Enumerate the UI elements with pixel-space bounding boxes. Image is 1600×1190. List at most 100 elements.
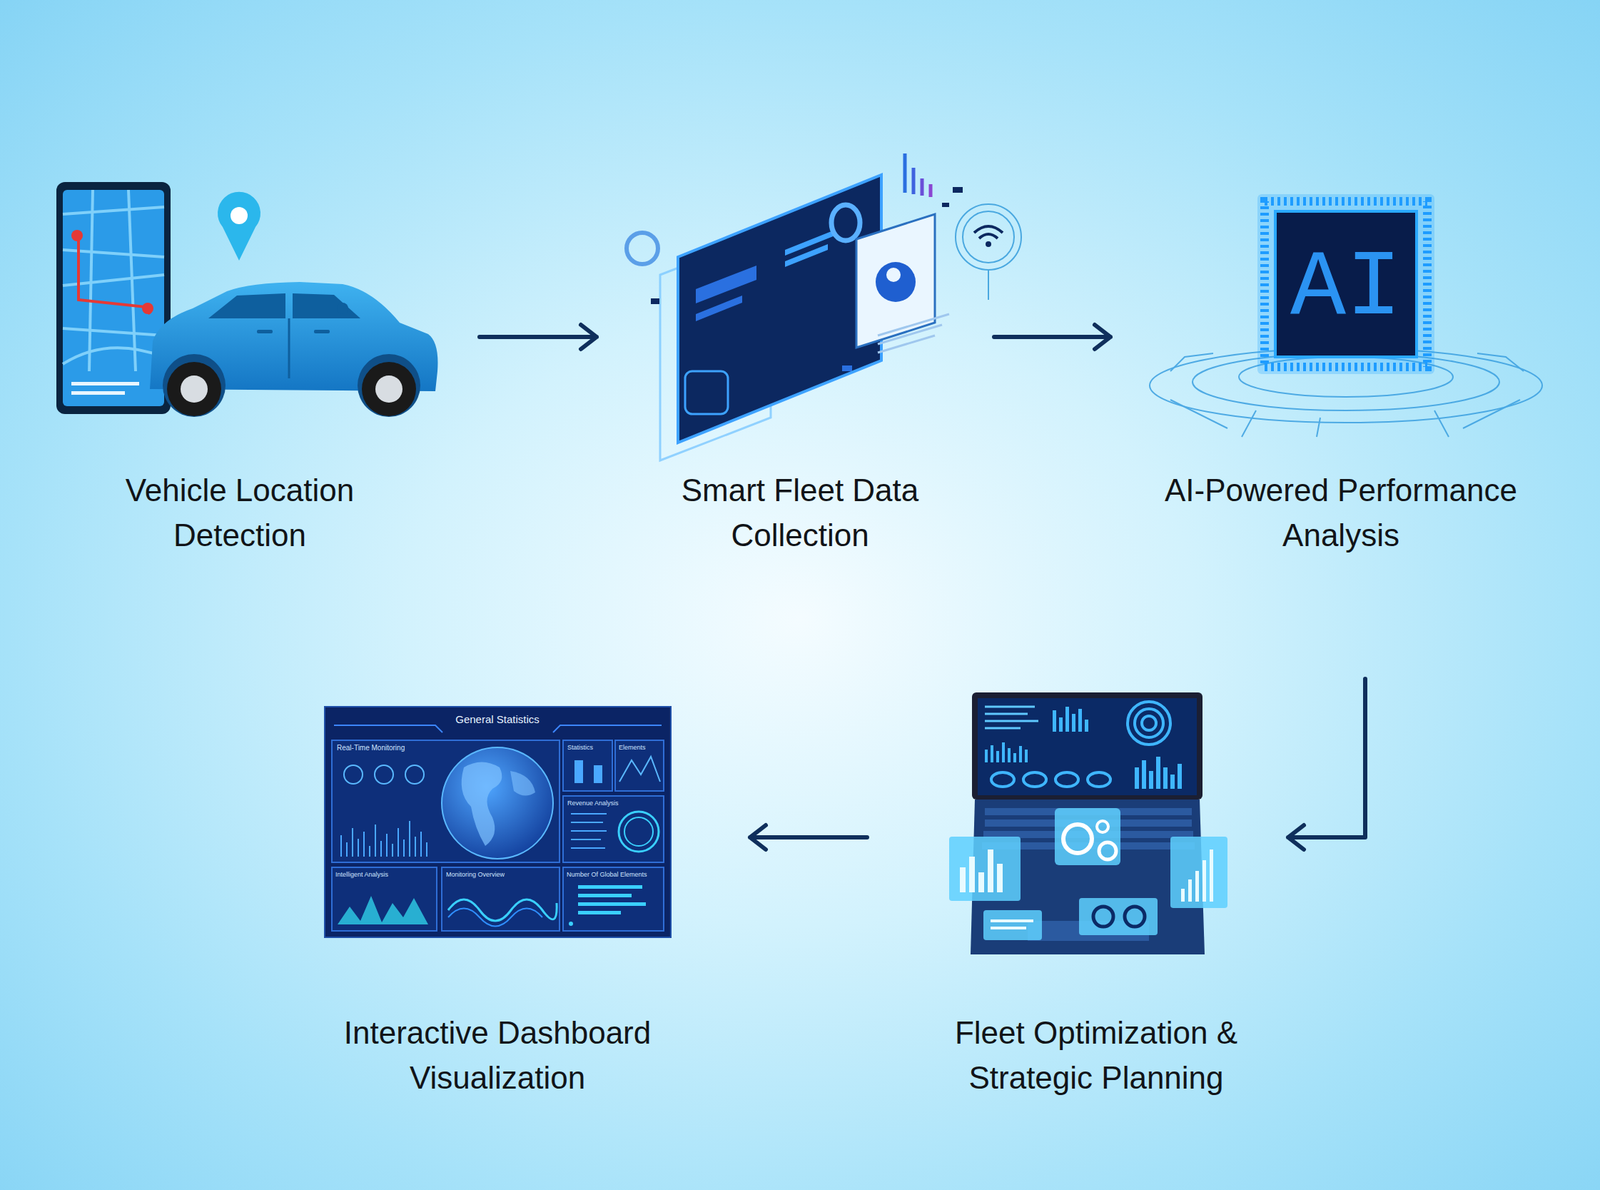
dashboard-screen-icon-part-part [618,811,659,852]
dashboard-screen-icon-part-part [343,765,363,784]
laptop-icon-part-part [1170,774,1175,789]
laptop-icon-part-part [1007,747,1011,763]
dashboard-screen-icon-part [574,760,584,783]
data-panels-icon-part [942,202,950,207]
phone-map-icon-part [78,239,150,315]
flow-arrow-line [479,324,597,349]
data-panels-icon-part [987,269,990,300]
dashboard-screen-icon-part-part [553,725,662,733]
dashboard-screen-icon-part-part [403,839,405,857]
laptop-icon-part-part [984,727,1021,730]
stage-label: Fleet Optimization & Strategic Planning [917,1009,1275,1100]
laptop-icon-part-part [1134,767,1139,789]
stage-node: Interactive Dashboard Visualization [299,695,751,1107]
data-panels-icon-part-part [920,178,925,196]
laptop-icon-part-part [1024,749,1028,763]
data-panels-icon-part [685,371,728,414]
laptop-icon-part-part [1148,770,1154,789]
car-icon-part [256,329,273,334]
phone-map-icon-part-part [62,328,165,336]
dashboard-screen-icon [324,706,671,938]
flow-arrow [750,824,868,850]
data-panels-icon-part [955,204,1022,270]
stage-label: Vehicle Location Detection [89,467,390,558]
dashboard-screen-icon-part-part [357,838,359,857]
laptop-icon-part [984,706,1039,728]
laptop-icon-part [991,772,1015,787]
laptop-icon-part-part [1177,763,1182,789]
laptop-icon-part-part [1170,836,1228,908]
laptop-icon-part-part [984,749,988,763]
phone-map-icon-part [71,229,83,242]
phone-map-icon-part-part [62,347,165,364]
flow-arrow-line [1288,678,1366,850]
data-panels-icon-part-part [929,184,933,197]
laptop-icon-part-part [1078,708,1082,732]
car-icon-part [166,361,222,417]
laptop-icon-part [1099,842,1117,860]
data-panels-icon-part [974,226,1003,233]
data-panels-icon-part-part [877,324,943,344]
flow-arrow-line [750,824,868,850]
dashboard-screen-icon-part [510,770,536,796]
dashboard-screen-icon-part-part [563,795,664,863]
dashboard-screen-icon-part-part [414,836,417,857]
car-icon-part [314,329,330,334]
data-panels-icon-part [979,234,998,239]
laptop-icon-part [1134,708,1164,738]
stage-node: Smart Fleet Data Collection [596,142,995,571]
data-panels-icon [626,153,1022,461]
laptop-icon-part [1127,701,1171,745]
dashboard-screen-icon-part [441,747,554,859]
car-icon-part [162,353,226,417]
dashboard-screen-icon-part [324,706,671,938]
dashboard-screen-icon-part-part [441,867,560,931]
laptop-icon-part-part [1001,742,1005,763]
laptop-icon-part-part [984,720,1039,723]
dashboard-screen-icon-part [448,899,557,921]
laptop-icon-part-part [1156,756,1161,789]
panel-label: Statistics [567,743,594,751]
ai-chip-icon-part [1264,201,1428,367]
stage-node: AI-Powered Performance Analysis [1110,164,1549,679]
flow-arrow [994,324,1111,349]
laptop-icon-part [977,697,1197,796]
dashboard-screen-icon-part-part [346,842,348,857]
laptop-icon-part [1141,715,1157,731]
dashboard-screen-icon-part-part [426,842,428,857]
laptop-icon-part-part [1181,888,1185,902]
data-panels-icon-part [842,365,853,372]
dashboard-screen-icon-part-part [408,820,411,857]
car-icon-part [361,361,417,417]
dashboard-screen-icon-part-part [333,725,443,733]
panel-label: Real-Time Monitoring [336,743,405,753]
laptop-icon-part-part [984,712,1028,716]
data-panels-icon-part [985,241,992,247]
laptop-icon-part-part [983,909,1042,940]
data-panels-icon-part [904,153,931,197]
ai-chip-icon-part-part [1462,399,1521,429]
laptop-icon-part-part [949,836,1021,901]
ai-chip-icon-part-part [1170,399,1228,429]
dashboard-screen-icon-part-part [615,740,664,791]
ai-chip-icon-part-part [1170,353,1214,372]
laptop-icon-part-part [1019,745,1022,763]
dashboard-screen-icon-part-part [363,831,365,857]
laptop-icon-part-part [1084,719,1089,732]
ai-chip-icon [1149,194,1543,437]
data-panels-icon-part [952,186,963,193]
car-icon-part [180,375,208,403]
dashboard-screen-icon-part-part [374,765,394,784]
laptop-icon-part [959,849,1214,930]
laptop-icon-part [1096,820,1109,833]
data-panels-icon-part [886,267,901,282]
dashboard-screen-icon-part-part [570,838,601,840]
laptop-icon-part [1124,906,1145,927]
laptop-icon [949,692,1228,955]
laptop-icon-part-part [1013,752,1017,763]
data-panels-icon-part [831,204,860,241]
laptop-icon-part-part [1054,807,1121,865]
